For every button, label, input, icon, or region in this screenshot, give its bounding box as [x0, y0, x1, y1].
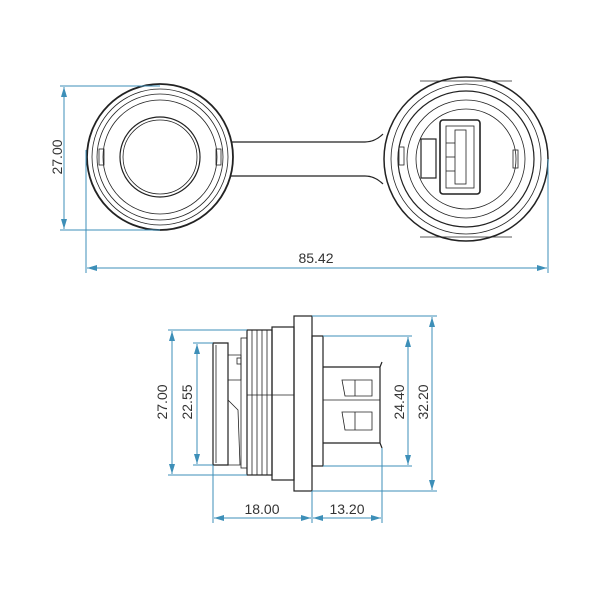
usb-port — [439, 119, 481, 195]
front-cap — [212, 342, 229, 466]
rear-depth-dim: 13.20 — [329, 501, 364, 517]
strap — [231, 133, 384, 185]
usb-insert — [323, 361, 383, 449]
rear-height-dim: 24.40 — [391, 384, 407, 419]
cap-height-dim: 27.00 — [154, 384, 170, 419]
top-height-dim: 27.00 — [49, 139, 65, 174]
flange-height-dim: 32.20 — [415, 384, 431, 419]
dust-cap — [86, 83, 234, 231]
front-depth-dim: 18.00 — [244, 501, 279, 517]
nut-body — [271, 326, 295, 481]
thread — [246, 329, 273, 476]
side-view: 27.00 22.55 24.40 32.20 18.00 13.20 — [154, 315, 437, 523]
top-length-dim: 85.42 — [298, 250, 333, 266]
panel-receptacle — [383, 76, 549, 242]
front-height-dim: 22.55 — [179, 384, 195, 419]
flange — [293, 315, 313, 492]
top-view: 27.00 85.42 — [49, 76, 549, 273]
